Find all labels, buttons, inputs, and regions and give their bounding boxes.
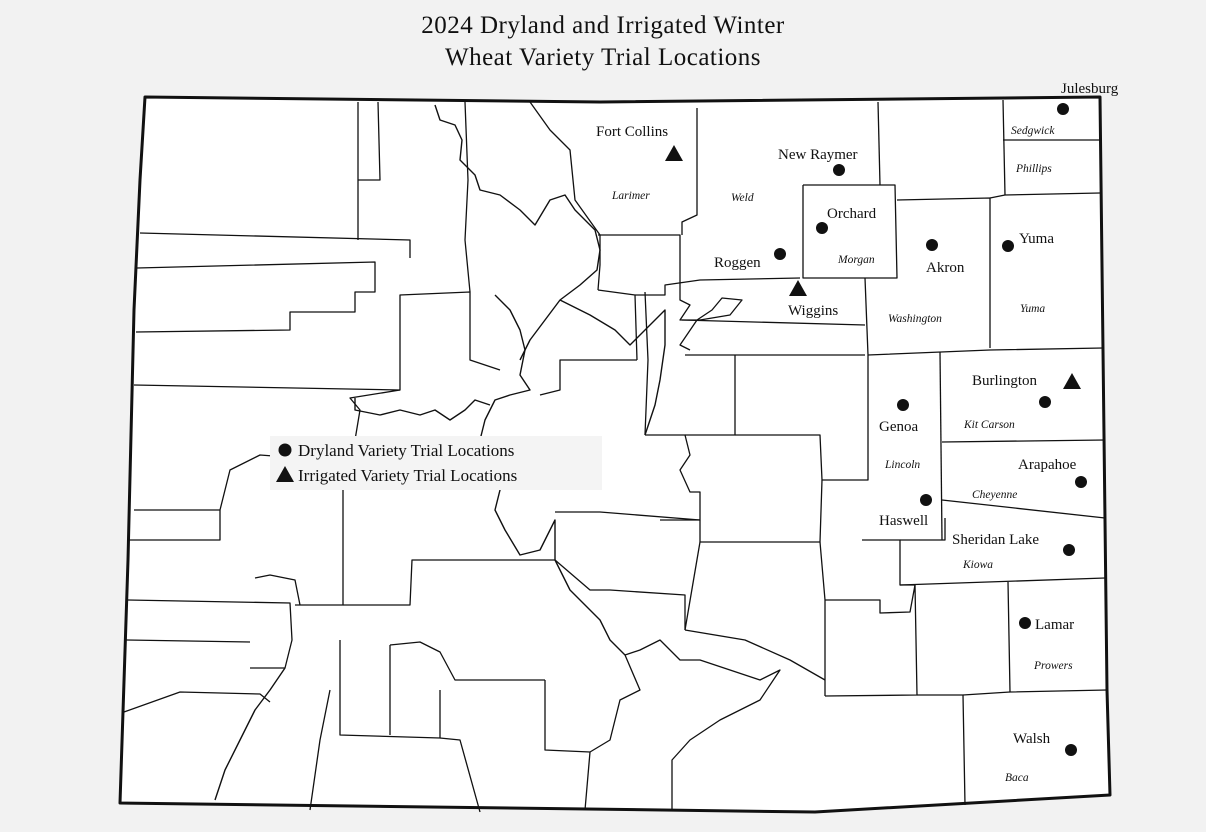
circle-icon <box>1063 544 1075 556</box>
legend-irrigated-label: Irrigated Variety Trial Locations <box>298 466 517 485</box>
county-boundaries <box>123 99 1108 813</box>
county-label-larimer: Larimer <box>611 190 650 202</box>
site-label-arapahoe: Arapahoe <box>1018 457 1077 473</box>
legend-circle-icon <box>278 443 292 457</box>
county-label-prowers: Prowers <box>1033 660 1073 672</box>
site-label-orchard: Orchard <box>827 206 877 222</box>
site-label-haswell: Haswell <box>879 513 928 529</box>
site-markers <box>665 103 1087 756</box>
state-outline <box>118 95 1112 814</box>
county-label-kit-carson: Kit Carson <box>963 419 1015 431</box>
circle-icon <box>774 248 786 260</box>
title-line-2: Wheat Variety Trial Locations <box>444 44 762 71</box>
site-label-genoa: Genoa <box>879 419 918 435</box>
site-labels: Fort Collins New Raymer Orchard Roggen W… <box>596 81 1119 747</box>
triangle-icon <box>1063 373 1081 389</box>
county-label-sedgwick: Sedgwick <box>1011 125 1055 137</box>
circle-icon <box>1075 476 1087 488</box>
map-legend: Dryland Variety Trial Locations Irrigate… <box>270 436 602 490</box>
circle-icon <box>926 239 938 251</box>
site-label-roggen: Roggen <box>714 255 761 271</box>
site-label-julesburg: Julesburg <box>1061 81 1119 97</box>
site-label-lamar: Lamar <box>1035 617 1074 633</box>
legend-dryland-label: Dryland Variety Trial Locations <box>298 441 514 460</box>
legend-triangle-icon <box>276 466 294 482</box>
county-label-washington: Washington <box>888 313 942 325</box>
circle-icon <box>897 399 909 411</box>
county-label-weld: Weld <box>731 192 754 204</box>
map-title: 2024 Dryland and Irrigated Winter Wheat … <box>0 10 1206 74</box>
site-label-wiggins: Wiggins <box>788 303 838 319</box>
site-label-burlington: Burlington <box>972 373 1038 389</box>
circle-icon <box>920 494 932 506</box>
river-lines <box>214 104 666 801</box>
legend-box <box>270 436 602 490</box>
triangle-icon <box>789 280 807 296</box>
circle-icon <box>1065 744 1077 756</box>
county-label-cheyenne: Cheyenne <box>972 489 1017 501</box>
title-line-1: 2024 Dryland and Irrigated Winter <box>421 12 785 39</box>
circle-icon <box>1002 240 1014 252</box>
county-label-lincoln: Lincoln <box>884 459 920 471</box>
circle-icon <box>833 164 845 176</box>
site-label-sheridan-lake: Sheridan Lake <box>952 532 1039 548</box>
site-label-fort-collins: Fort Collins <box>596 124 668 140</box>
site-label-yuma: Yuma <box>1019 231 1054 247</box>
site-label-new-raymer: New Raymer <box>778 147 858 163</box>
county-label-yuma: Yuma <box>1020 303 1045 315</box>
county-label-morgan: Morgan <box>837 254 875 266</box>
county-label-baca: Baca <box>1005 772 1029 784</box>
circle-icon <box>816 222 828 234</box>
county-label-phillips: Phillips <box>1015 163 1052 175</box>
county-labels: Larimer Weld Morgan Washington Yuma Sedg… <box>611 125 1073 784</box>
county-label-kiowa: Kiowa <box>962 559 993 571</box>
circle-icon <box>1039 396 1051 408</box>
triangle-icon <box>665 145 683 161</box>
site-label-akron: Akron <box>926 260 965 276</box>
circle-icon <box>1019 617 1031 629</box>
circle-icon <box>1057 103 1069 115</box>
site-label-walsh: Walsh <box>1013 731 1051 747</box>
